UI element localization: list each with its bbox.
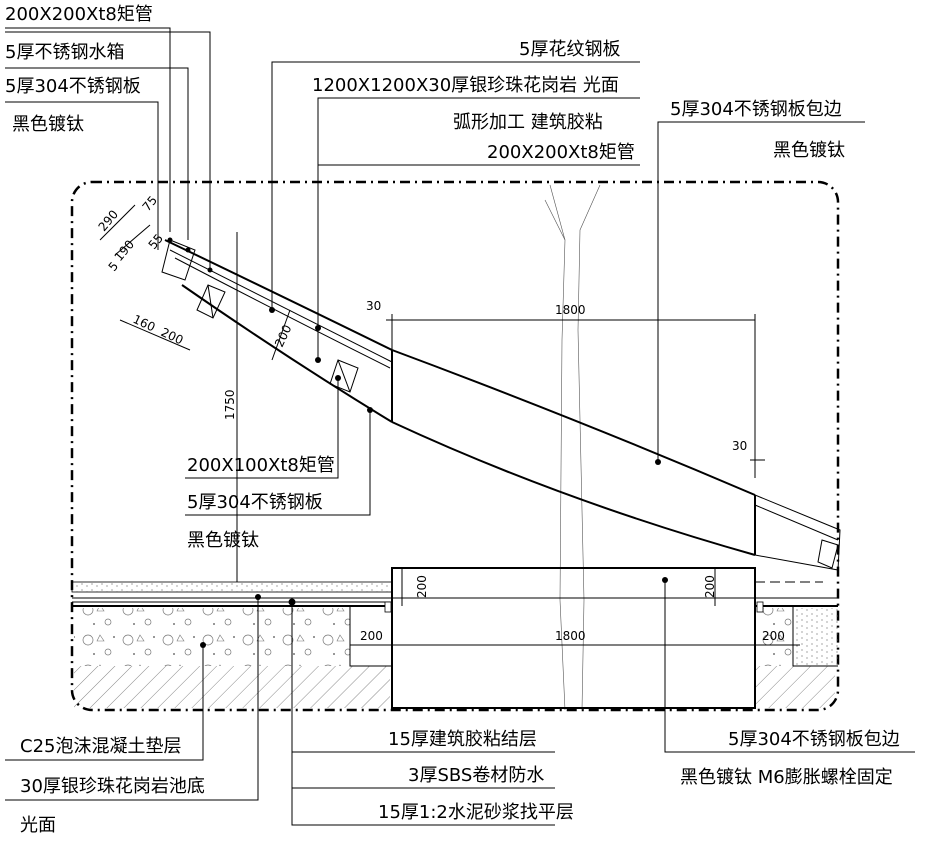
label-anchor-bolt: 黑色镀钛 M6膨胀螺栓固定 [680, 767, 893, 788]
dim-200-base-left: 200 [360, 629, 383, 643]
label-checker-plate: 5厚花纹钢板 [519, 39, 620, 60]
tree-trunk-background [544, 184, 601, 711]
label-ss304-edge-bottom: 5厚304不锈钢板包边 [728, 729, 900, 750]
dim-1800-bottom: 1800 [555, 629, 586, 643]
dim-200-small: 200 [159, 325, 186, 347]
dim-200-block-left: 200 [415, 575, 429, 598]
label-black-ti-mid: 黑色镀钛 [187, 530, 259, 551]
label-adhesive-15: 15厚建筑胶粘结层 [388, 729, 537, 750]
label-water-tank: 5厚不锈钢水箱 [5, 42, 124, 63]
leader-lines [5, 27, 915, 826]
dim-30-top: 30 [366, 299, 381, 313]
sloped-structure [161, 239, 841, 571]
label-mortar-15: 15厚1:2水泥砂浆找平层 [378, 802, 574, 823]
label-black-ti-left: 黑色镀钛 [12, 114, 84, 135]
dim-1800-top: 1800 [555, 303, 586, 317]
label-c25-foam: C25泡沫混凝土垫层 [20, 736, 181, 757]
label-tube-200x200-mid: 200X200Xt8矩管 [487, 142, 635, 163]
dim-75: 75 [140, 193, 161, 214]
label-tube-200x100: 200X100Xt8矩管 [187, 455, 335, 476]
dim-200-block-right: 200 [703, 575, 717, 598]
dimension-lines [99, 204, 800, 646]
dim-1750: 1750 [223, 389, 237, 420]
label-ss304-plate-mid: 5厚304不锈钢板 [187, 492, 323, 513]
dim-290: 290 [96, 207, 121, 234]
dim-200-beam: 200 [272, 323, 294, 350]
label-sbs-3: 3厚SBS卷材防水 [408, 765, 544, 786]
label-tube-200x200-top: 200X200Xt8矩管 [5, 4, 153, 25]
dim-55: 55 [146, 231, 167, 252]
label-polished: 光面 [20, 815, 56, 836]
dim-190: 190 [112, 237, 137, 264]
foundation [71, 567, 838, 709]
label-granite-pool: 30厚银珍珠花岗岩池底 [20, 776, 205, 797]
label-ss304-edge-right: 5厚304不锈钢板包边 [670, 99, 842, 120]
label-ss304-plate-left: 5厚304不锈钢板 [5, 76, 141, 97]
dim-30-right: 30 [732, 439, 747, 453]
label-granite-1200: 1200X1200X30厚银珍珠花岗岩 光面 [312, 75, 619, 96]
dim-200-base-right: 200 [762, 629, 785, 643]
leader-dots [167, 237, 668, 648]
dim-160: 160 [131, 312, 158, 334]
label-black-ti-right: 黑色镀钛 [773, 140, 845, 161]
label-arc-process: 弧形加工 建筑胶粘 [453, 112, 603, 133]
